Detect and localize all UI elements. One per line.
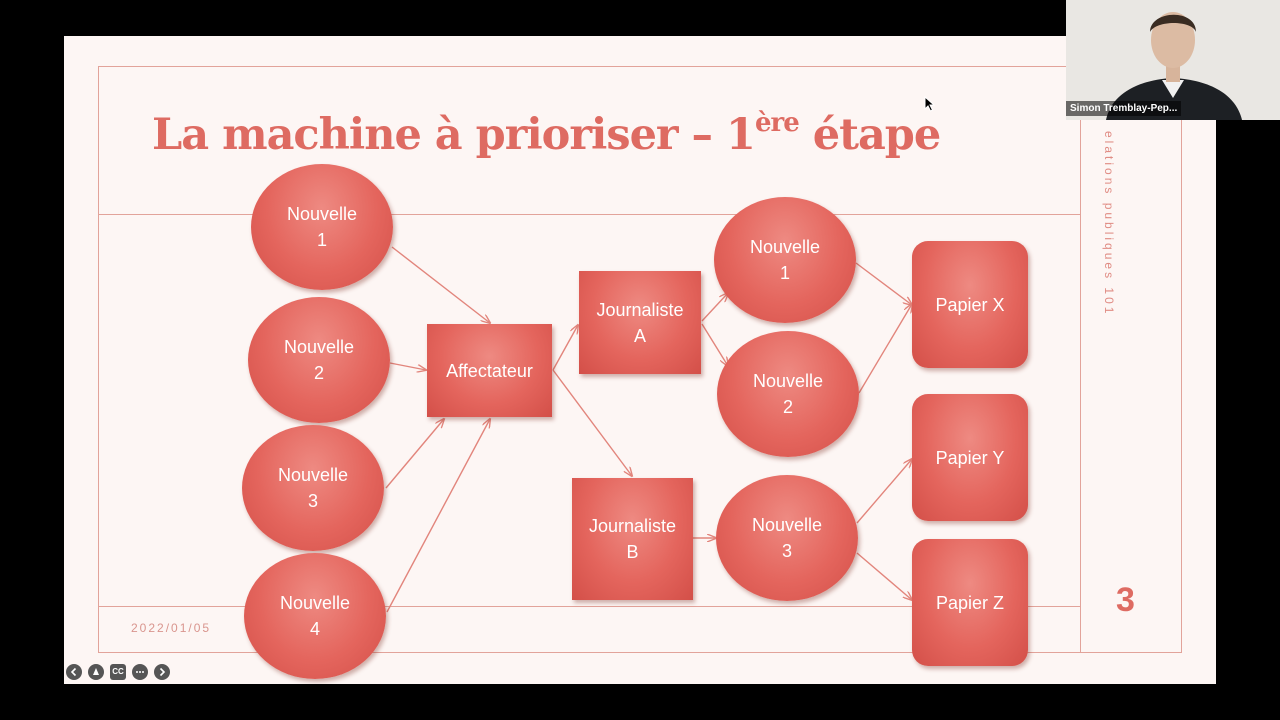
more-options-icon[interactable] [132, 664, 148, 680]
node-nouvelle-3: Nouvelle 3 [242, 425, 384, 551]
node-journaliste-b: Journaliste B [572, 478, 693, 600]
arrow-n3-affectateur [385, 419, 444, 489]
presentation-slide: La machine à prioriser – 1ère étape elat… [64, 36, 1216, 684]
frame-side-column [1080, 120, 1081, 652]
frame-right [1181, 66, 1182, 652]
node-nouvelle-1: Nouvelle 1 [251, 164, 393, 290]
arrow-m3-papier-y [856, 459, 912, 524]
participant-name: Simon Tremblay-Pep... [1066, 101, 1182, 116]
presentation-controls: CC [66, 664, 170, 680]
arrow-m2-papier-x [858, 304, 912, 394]
frame-top [98, 66, 1182, 67]
arrow-m3-papier-z [856, 552, 912, 600]
previous-slide-icon[interactable] [66, 664, 82, 680]
node-nouvelle-2: Nouvelle 2 [248, 297, 390, 423]
participant-video[interactable]: Simon Tremblay-Pep... [1066, 0, 1280, 120]
diagram-connectors [385, 246, 1216, 613]
next-slide-icon[interactable] [154, 664, 170, 680]
arrow-ja-m1 [701, 293, 728, 322]
arrow-affectateur-ja [552, 325, 578, 371]
frame-divider-top [98, 214, 1080, 215]
slide-number: 3 [1116, 581, 1135, 619]
arrow-m1-papier-x [855, 262, 912, 305]
node-nouvelle-1-b: Nouvelle 1 [714, 197, 856, 323]
node-journaliste-a: Journaliste A [579, 271, 701, 374]
node-nouvelle-3-b: Nouvelle 3 [716, 475, 858, 601]
captions-button[interactable]: CC [110, 664, 126, 680]
node-nouvelle-4: Nouvelle 4 [244, 553, 386, 679]
frame-divider-bottom [98, 606, 1080, 607]
arrow-n1-affectateur [391, 246, 490, 323]
arrow-affectateur-jb [552, 369, 632, 476]
node-affectateur: Affectateur [427, 324, 552, 417]
arrow-ja-m2 [701, 323, 728, 366]
frame-left [98, 66, 99, 652]
mouse-cursor-icon [924, 96, 936, 112]
node-nouvelle-2-b: Nouvelle 2 [717, 331, 859, 457]
arrow-n2-affectateur [389, 362, 426, 370]
slide-title: La machine à prioriser – 1ère étape [152, 108, 941, 160]
node-papier-z: Papier Z [912, 539, 1028, 666]
slide-date: 2022/01/05 [131, 621, 212, 635]
pen-icon[interactable] [88, 664, 104, 680]
frame-bottom [98, 652, 1182, 653]
node-papier-y: Papier Y [912, 394, 1028, 521]
arrow-n4-affectateur [386, 419, 490, 613]
node-papier-x: Papier X [912, 241, 1028, 368]
side-course-label: elations publiques 101 [1102, 131, 1116, 317]
